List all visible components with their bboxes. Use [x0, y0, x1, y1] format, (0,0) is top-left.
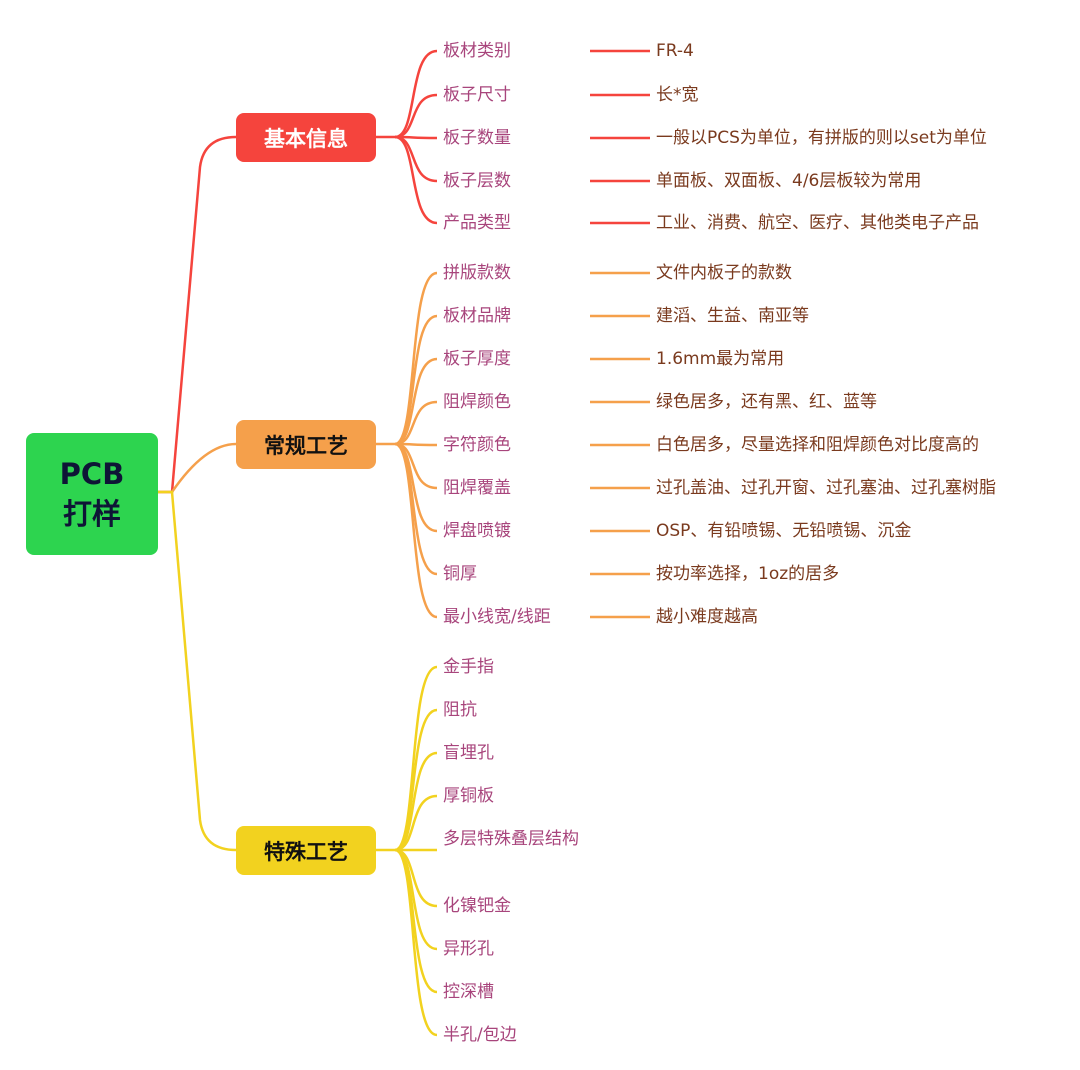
- trunk-connector: [158, 135, 237, 494]
- root-title-line2: 打样: [62, 497, 121, 531]
- leaf-node[interactable]: 控深槽: [443, 982, 494, 1002]
- leaf-node[interactable]: 异形孔: [443, 939, 494, 959]
- leaf-node[interactable]: 板材类别: [443, 41, 511, 61]
- leaf-node[interactable]: 半孔/包边: [443, 1025, 517, 1045]
- leaf-node[interactable]: 阻抗: [443, 700, 477, 720]
- root-node[interactable]: PCB 打样: [26, 433, 158, 555]
- branch-node[interactable]: 特殊工艺: [236, 826, 376, 875]
- detail-node[interactable]: 长*宽: [656, 85, 699, 105]
- detail-node[interactable]: 绿色居多，还有黑、红、蓝等: [656, 392, 877, 412]
- leaf-node[interactable]: 板材品牌: [443, 306, 511, 326]
- leaf-node[interactable]: 拼版款数: [443, 263, 511, 283]
- leaf-connector: [394, 135, 438, 225]
- leaf-node[interactable]: 化镍钯金: [443, 896, 511, 916]
- detail-node[interactable]: 1.6mm最为常用: [656, 349, 785, 369]
- detail-node[interactable]: 白色居多，尽量选择和阻焊颜色对比度高的: [656, 435, 979, 455]
- detail-node[interactable]: 按功率选择，1oz的居多: [656, 564, 840, 584]
- leaf-node[interactable]: 厚铜板: [443, 786, 494, 806]
- leaf-node[interactable]: 阻焊覆盖: [443, 478, 511, 498]
- detail-node[interactable]: OSP、有铅喷锡、无铅喷锡、沉金: [656, 521, 912, 541]
- leaf-connector: [394, 357, 438, 446]
- leaf-node[interactable]: 字符颜色: [443, 435, 511, 455]
- leaf-node[interactable]: 最小线宽/线距: [443, 607, 551, 627]
- trunk-connector: [158, 490, 237, 852]
- root-title-line1: PCB: [59, 457, 125, 491]
- branch-label: 常规工艺: [264, 433, 348, 458]
- leaf-node[interactable]: 盲埋孔: [443, 743, 494, 763]
- detail-node[interactable]: 一般以PCS为单位，有拼版的则以set为单位: [656, 128, 987, 148]
- leaf-node[interactable]: 产品类型: [443, 213, 511, 233]
- leaf-node[interactable]: 金手指: [443, 657, 494, 677]
- detail-node[interactable]: FR-4: [656, 41, 694, 61]
- leaf-connector: [394, 442, 438, 619]
- detail-node[interactable]: 文件内板子的款数: [656, 263, 792, 283]
- leaf-connector: [394, 751, 438, 852]
- branch-node[interactable]: 基本信息: [236, 113, 376, 162]
- detail-node[interactable]: 过孔盖油、过孔开窗、过孔塞油、过孔塞树脂: [656, 478, 996, 498]
- detail-node[interactable]: 单面板、双面板、4/6层板较为常用: [656, 171, 922, 191]
- leaf-connector: [394, 314, 438, 446]
- branch-node[interactable]: 常规工艺: [236, 420, 376, 469]
- leaf-connector: [394, 135, 438, 183]
- trunk-connector: [158, 442, 237, 494]
- leaf-node[interactable]: 铜厚: [443, 564, 477, 584]
- leaf-connector: [394, 49, 438, 139]
- leaf-node[interactable]: 板子尺寸: [443, 85, 511, 105]
- leaf-node[interactable]: 板子数量: [443, 128, 511, 148]
- detail-node[interactable]: 越小难度越高: [656, 607, 758, 627]
- branch-label: 基本信息: [264, 126, 348, 151]
- leaf-node[interactable]: 阻焊颜色: [443, 392, 511, 412]
- leaf-connector: [394, 794, 438, 852]
- leaf-node[interactable]: 板子厚度: [443, 349, 511, 369]
- branch-label: 特殊工艺: [264, 839, 348, 864]
- leaf-connector: [394, 848, 438, 1037]
- leaf-node[interactable]: 板子层数: [443, 171, 511, 191]
- leaf-connector: [394, 93, 438, 139]
- leaf-node[interactable]: 焊盘喷镀: [443, 521, 511, 541]
- detail-node[interactable]: 建滔、生益、南亚等: [656, 306, 809, 326]
- leaf-node[interactable]: 多层特殊叠层结构: [443, 829, 579, 849]
- detail-node[interactable]: 工业、消费、航空、医疗、其他类电子产品: [656, 213, 979, 233]
